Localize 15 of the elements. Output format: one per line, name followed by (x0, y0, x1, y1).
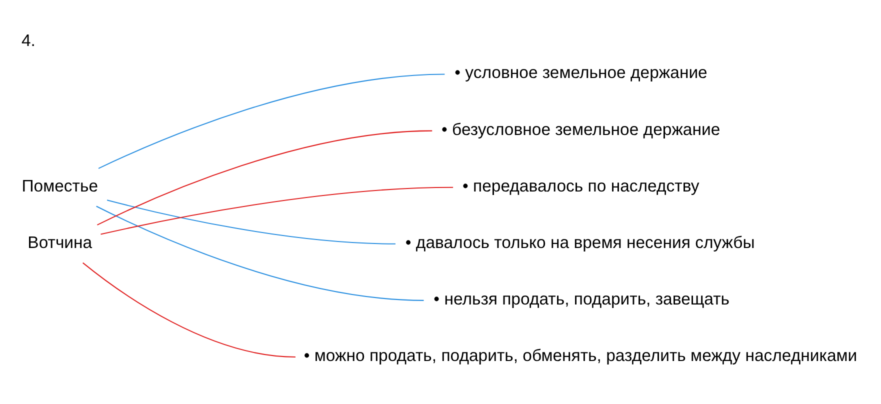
node-text: • передавалось по наследству (462, 176, 700, 196)
connector (98, 74, 445, 169)
connector (106, 200, 396, 244)
node-text: • нельзя продать, подарить, завещать (434, 289, 730, 308)
connector (100, 186, 454, 235)
node-text: • условное земельное держание (454, 63, 708, 82)
node-text: Поместье (22, 176, 98, 196)
node-text: • давалось только на время несения службы (405, 232, 755, 252)
node-text: • безусловное земельное держание (442, 120, 720, 139)
node-text: • можно продать, подарить, обменять, разделить между наследниками (304, 346, 858, 365)
diagram-title: 4. (21, 30, 36, 50)
connector (82, 262, 296, 358)
connector (96, 206, 424, 301)
node-text: Вотчина (28, 232, 92, 252)
connector (97, 130, 432, 226)
